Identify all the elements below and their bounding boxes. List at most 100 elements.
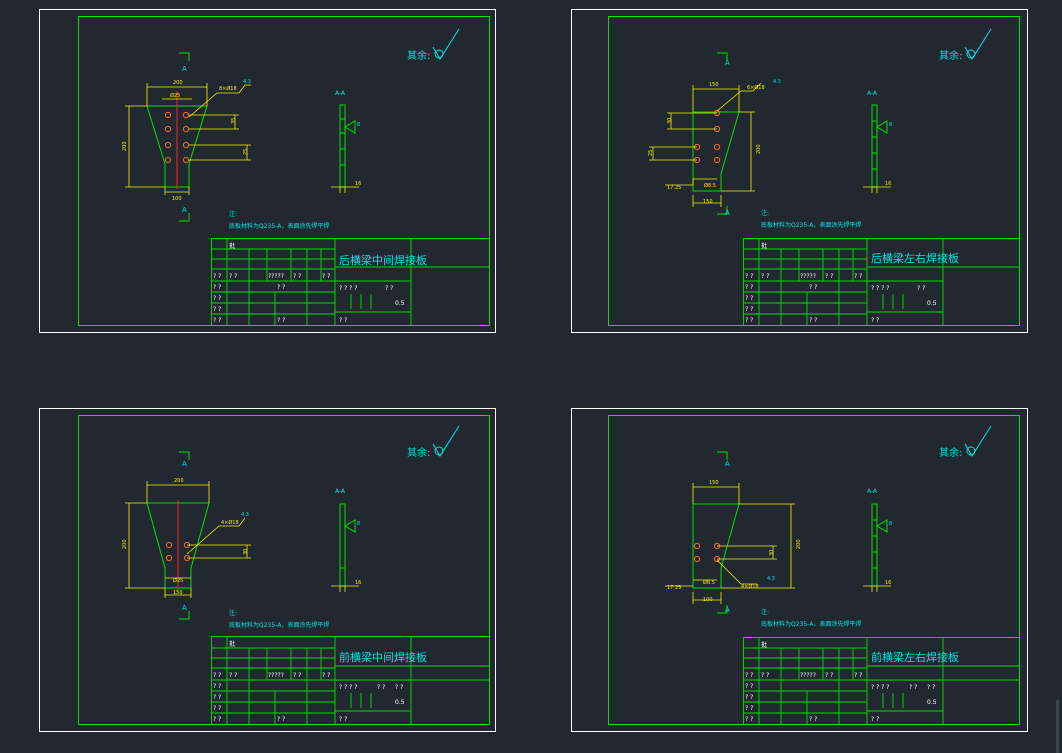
- table-cell: ? ?: [917, 285, 925, 292]
- table-cell: ? ?: [761, 672, 769, 679]
- dim-height: 200: [122, 141, 128, 151]
- section-view-label: A-A: [867, 488, 878, 495]
- dim-height: 200: [796, 539, 802, 549]
- section-dims: [331, 585, 359, 592]
- section-view-label: A-A: [335, 90, 346, 97]
- table-cell: ? ?: [229, 273, 237, 280]
- section-dims: [863, 186, 891, 193]
- section-mark-letter: A: [182, 604, 187, 612]
- table-cell: ? ?: [385, 285, 393, 292]
- table-cell: ? ?: [809, 716, 817, 723]
- bolt-holes: [164, 111, 190, 164]
- dim-top-width: 200: [173, 80, 183, 86]
- drawing-frame: [78, 415, 490, 725]
- sheet-title: 后横梁左右焊接板: [871, 251, 959, 265]
- dim-hole-callout: 4×Ø18: [221, 519, 239, 526]
- table-cell: ?????: [268, 273, 284, 280]
- dim-spacing: 35: [231, 118, 237, 124]
- table-cell: ? ?: [213, 683, 221, 690]
- note-text: 底板材料为Q235-A，表面涂先焊平焊: [761, 620, 861, 628]
- section-mark-letter: A: [182, 460, 187, 468]
- section-mark-letter: A: [725, 606, 730, 614]
- dimension-lines: [665, 483, 795, 604]
- table-cell: ? ?: [745, 694, 753, 701]
- dim-top-width: 200: [174, 478, 184, 484]
- dim-top-width: 150: [709, 480, 719, 486]
- table-cell: ? ?: [213, 672, 221, 679]
- table-cell: ? ?: [854, 672, 862, 679]
- dim-hole-spacing: Ø8.5: [704, 182, 716, 189]
- section-mark-letter: A: [725, 460, 730, 468]
- table-cell: ? ?: [277, 716, 285, 723]
- table-cell: ? ?: [825, 672, 833, 679]
- title-block: [743, 637, 1020, 725]
- dim-spacing: 30: [243, 549, 249, 555]
- roughness-symbol-icon: [964, 425, 992, 457]
- section-mark-bottom: [179, 611, 190, 620]
- dim-bevel: 8: [357, 122, 360, 128]
- table-cell: ? ?: [745, 683, 753, 690]
- title-block: [211, 238, 490, 326]
- table-cell: ? ?: [293, 273, 301, 280]
- vertical-scrollbar[interactable]: [1056, 700, 1059, 753]
- roughness-symbol-icon: [432, 28, 460, 60]
- dim-thickness: 16: [355, 580, 361, 586]
- table-cell: ? ?: [745, 705, 753, 712]
- note-title: 注:: [761, 608, 769, 616]
- section-view: [339, 104, 356, 188]
- table-cell: ? ?: [277, 317, 285, 324]
- table-cell: ? ?: [809, 317, 817, 324]
- paper-border: [571, 408, 1028, 732]
- roughness-label: 其余:: [407, 446, 430, 459]
- section-mark-bottom: [179, 213, 190, 222]
- section-view: [339, 503, 356, 587]
- table-cell: ? ?: [322, 672, 330, 679]
- table-cell: ? ?: [213, 694, 221, 701]
- table-scale: 0.5: [395, 699, 405, 706]
- table-cell: ? ?: [213, 317, 221, 324]
- dimension-lines: [125, 83, 251, 195]
- section-mark-letter: A: [725, 209, 730, 217]
- table-cell: ? ?: [229, 672, 237, 679]
- table-scale: 0.5: [927, 699, 937, 706]
- table-cell: ?????: [800, 672, 816, 679]
- table-cell: ? ?: [761, 273, 769, 280]
- weld-size: 4.3: [773, 79, 781, 85]
- table-approval: 批: [229, 242, 235, 250]
- note-text: 底板材料为Q235-A，表面涂先焊平焊: [761, 221, 861, 229]
- table-cell: ? ?: [213, 716, 221, 723]
- dim-bottom-width: 150: [703, 199, 713, 205]
- bolt-holes: [693, 542, 721, 563]
- sheet-title: 后横梁中间焊接板: [339, 253, 427, 267]
- table-cell: ? ?: [213, 306, 221, 313]
- roughness-label: 其余:: [939, 49, 962, 62]
- section-dims: [863, 585, 891, 592]
- table-cell: ? ?: [745, 295, 753, 302]
- section-mark-top: [179, 52, 190, 61]
- table-approval: 批: [761, 242, 767, 250]
- weld-size: 4.3: [241, 512, 249, 518]
- section-view: [871, 104, 888, 188]
- dim-top-width: 150: [709, 82, 719, 88]
- table-cell: ? ?: [745, 317, 753, 324]
- drawing-sheet-1[interactable]: 其余: A A: [39, 9, 496, 334]
- table-cell: ? ?: [395, 684, 403, 691]
- dim-hole-callout: 6×Ø18: [747, 84, 765, 91]
- table-cell: ? ?: [745, 273, 753, 280]
- drawing-sheet-4[interactable]: 其余: A A 150 Ø8.5 200 100 4×Ø18 4.3 30: [571, 408, 1028, 733]
- paper-border: [39, 408, 496, 732]
- table-cell: ? ?: [825, 273, 833, 280]
- dim-bottom-width: 100: [172, 196, 182, 202]
- dim-offset: 17.25: [667, 585, 681, 591]
- table-cell: ? ? ? ?: [339, 285, 357, 292]
- drawing-sheet-3[interactable]: 其余: A A 200 Ø25 200 150 4×Ø18 4.3 30: [39, 408, 496, 733]
- sheet-title: 前横梁中间焊接板: [339, 650, 427, 664]
- table-cell: ?????: [800, 273, 816, 280]
- table-cell: ? ? ? ?: [871, 684, 889, 691]
- table-cell: ? ?: [377, 684, 385, 691]
- drawing-sheet-2[interactable]: 其余: A A 150 Ø8.5 200 150 6×Ø18: [571, 9, 1028, 334]
- paper-border: [39, 9, 496, 333]
- section-mark-letter: A: [725, 59, 730, 67]
- dim-height: 200: [122, 539, 128, 549]
